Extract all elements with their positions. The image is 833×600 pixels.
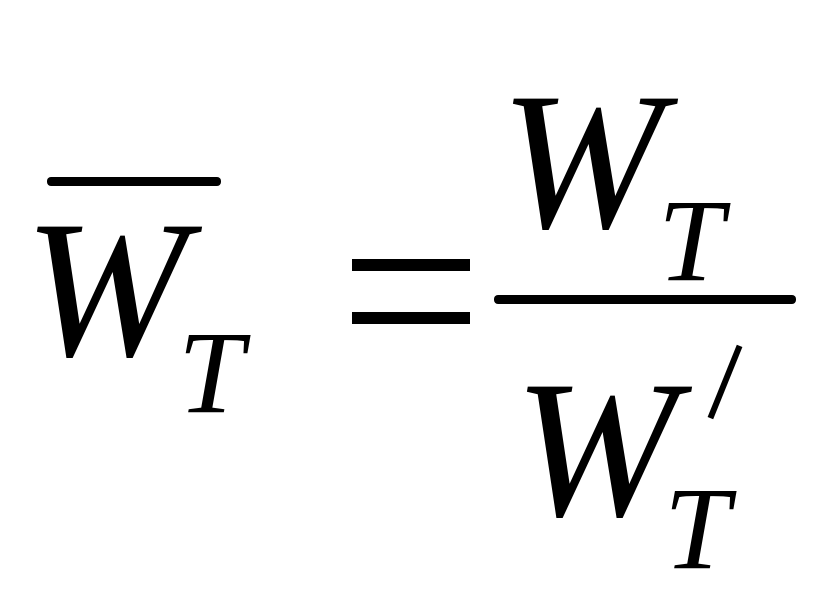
fraction-bar [494, 295, 796, 304]
denominator-base-symbol: W [514, 341, 678, 558]
numerator-base-symbol: W [500, 53, 664, 270]
equals-bottom-line [352, 312, 470, 324]
lhs-base-symbol: W [24, 181, 188, 398]
prime-mark [707, 344, 743, 420]
lhs-subscript: T [178, 307, 244, 438]
denominator-subscript: T [664, 463, 730, 594]
equals-top-line [352, 259, 470, 271]
numerator-subscript: T [658, 175, 724, 306]
overline-bar [47, 177, 221, 186]
